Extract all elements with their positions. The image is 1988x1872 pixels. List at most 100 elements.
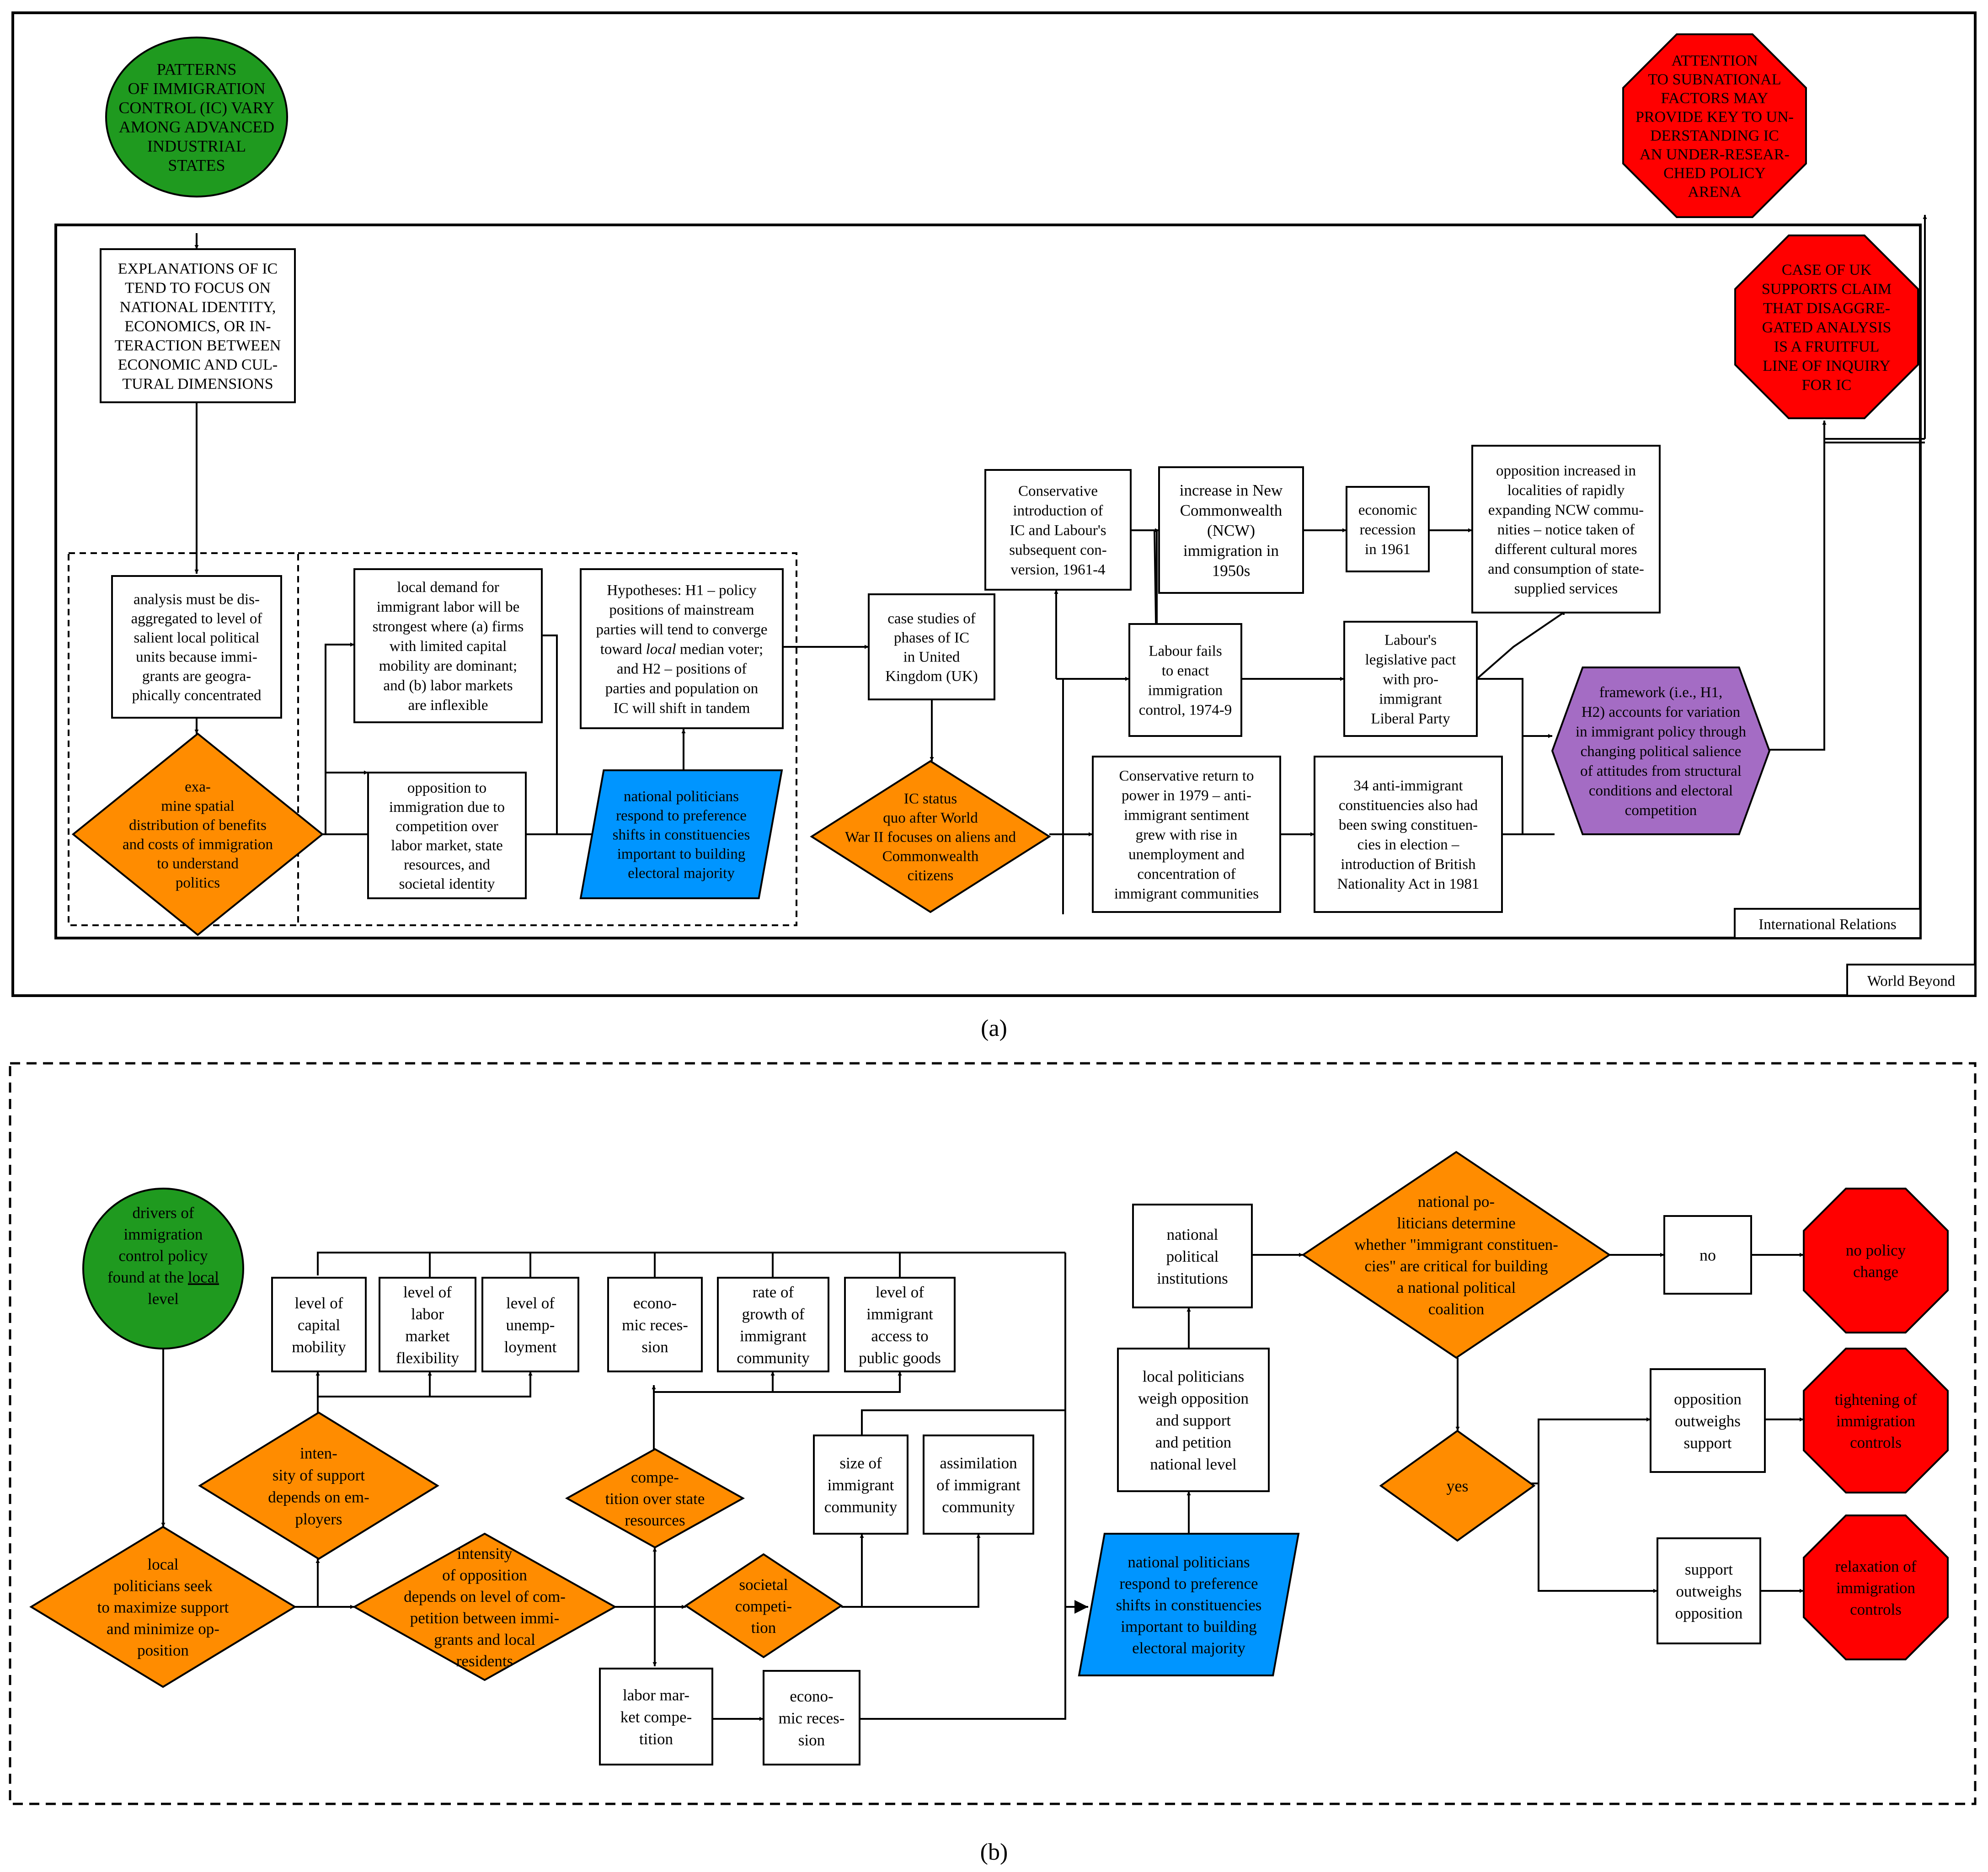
hypotheses-line-6: parties and population on xyxy=(605,681,759,697)
world-beyond-label: World Beyond xyxy=(1867,973,1956,990)
panel-a-inner-frame xyxy=(54,224,1922,939)
panel-a-connectors xyxy=(194,233,1925,914)
explanations-of-ic-box xyxy=(100,248,296,403)
capital-mobility-box xyxy=(271,1277,367,1372)
drivers-line-3: control policy xyxy=(118,1247,208,1264)
tightening-controls-node xyxy=(1803,1348,1949,1493)
labour-pact-box xyxy=(1343,621,1478,737)
labor-market-competition-box xyxy=(599,1668,713,1765)
local-politicians-seek-diamond xyxy=(29,1525,297,1688)
intensity-opposition-diamond xyxy=(352,1532,617,1681)
hypotheses-line-5: and H2 – positions of xyxy=(617,661,747,677)
analysis-disaggregated-box-label: analysis must be dis-aggregated to level… xyxy=(131,592,262,704)
panel-a-caption: (a) xyxy=(981,1015,1007,1041)
hypotheses-box xyxy=(580,568,784,729)
hypotheses-line-7: IC will shift in tandem xyxy=(614,700,750,717)
hypotheses-line-4: toward local median voter; xyxy=(600,641,763,658)
economic-recession-top-box-label: econo-mic reces-sion xyxy=(622,1294,688,1356)
size-immigrant-community-box xyxy=(813,1435,908,1535)
unemployment-box xyxy=(481,1277,579,1372)
assimilation-box xyxy=(923,1435,1034,1535)
case-studies-uk-box xyxy=(868,593,995,700)
drivers-local-level-node xyxy=(82,1188,244,1349)
economic-recession-1961-box xyxy=(1346,486,1430,572)
world-beyond-label-box xyxy=(1846,964,1976,997)
hypotheses-line-2: positions of mainstream xyxy=(609,602,754,619)
analysis-disaggregated-box xyxy=(111,575,282,719)
drivers-line-5: level xyxy=(148,1290,179,1307)
relaxation-controls-node xyxy=(1803,1515,1949,1660)
drivers-line-2: immigration xyxy=(123,1225,203,1243)
panel-b-caption: (b) xyxy=(980,1839,1008,1865)
economic-recession-top-box xyxy=(607,1277,703,1372)
labor-market-flexibility-box xyxy=(379,1277,476,1372)
local-politicians-weigh-box xyxy=(1117,1348,1270,1492)
panel-a-connectors-2 xyxy=(1923,215,1927,439)
patterns-ic-vary-node xyxy=(105,37,288,197)
opposition-competition-box xyxy=(367,772,527,899)
constituencies-34-box xyxy=(1314,756,1503,913)
no-policy-change-node xyxy=(1803,1188,1949,1333)
drivers-line-4: found at the local xyxy=(107,1268,219,1286)
support-outweighs-box xyxy=(1657,1537,1761,1644)
attention-subnational-node xyxy=(1622,33,1807,218)
examine-spatial-distribution-diamond xyxy=(71,732,324,936)
panel-a-outer-frame xyxy=(11,11,1977,997)
framework-hexagon-label: framework (i.e., H1,H2) accounts for var… xyxy=(1576,684,1747,819)
increase-ncw-immigration-box xyxy=(1158,466,1304,594)
societal-competition-diamond xyxy=(684,1553,843,1659)
national-politicians-determine-diamond xyxy=(1301,1151,1611,1359)
labour-fails-box xyxy=(1128,623,1242,737)
local-demand-box xyxy=(353,568,543,723)
national-politicians-respond-b-node xyxy=(1078,1533,1300,1676)
competition-state-resources-diamond xyxy=(565,1448,745,1549)
opposition-outweighs-box xyxy=(1650,1368,1766,1473)
international-relations-label-box xyxy=(1734,908,1921,939)
rate-of-growth-box xyxy=(717,1277,829,1372)
intensity-support-diamond xyxy=(198,1411,439,1560)
immigrant-access-box xyxy=(844,1277,956,1372)
dashed-group-left xyxy=(68,552,299,926)
framework-hexagon xyxy=(1551,667,1771,835)
no-box xyxy=(1663,1215,1752,1295)
panel-b-dashed-frame xyxy=(9,1062,1977,1805)
conservative-introduction-box xyxy=(984,469,1132,591)
economic-recession-bottom-box-label: econo-mic reces-sion xyxy=(779,1687,845,1749)
dashed-group-middle xyxy=(297,552,797,926)
yes-diamond xyxy=(1379,1429,1536,1542)
